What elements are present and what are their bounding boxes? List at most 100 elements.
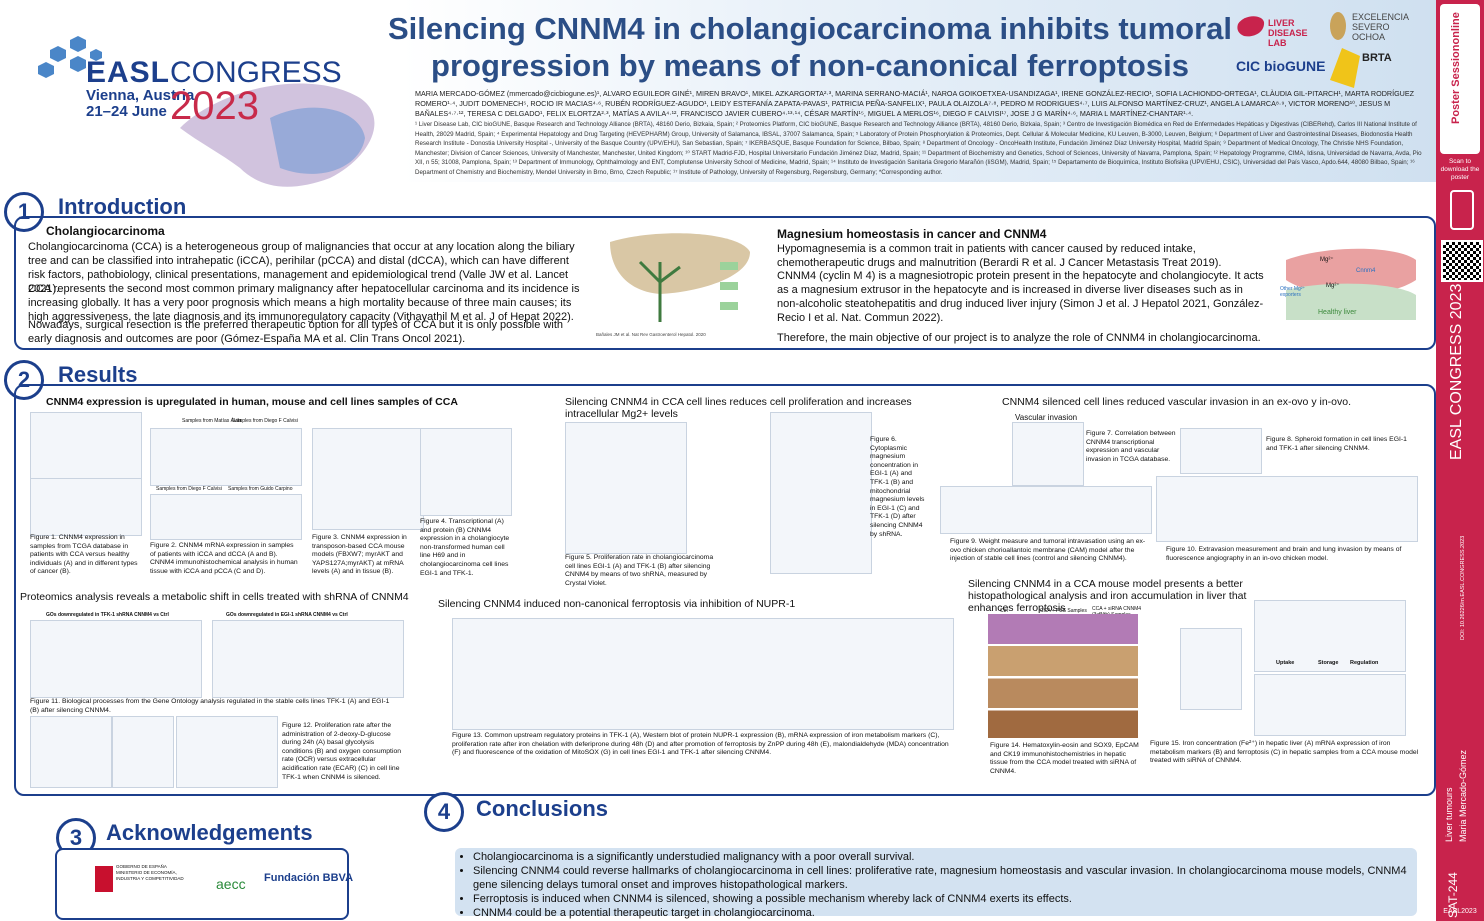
mg-paragraph-2: CNNM4 (cyclin M 4) is a magnesiotropic p… [777,270,1264,324]
conclusions-box: Cholangiocarcinoma is a significantly un… [455,848,1417,919]
section-title-ack: Acknowledgements [106,820,313,845]
figure-13-caption: Figure 13. Common upstream regulatory pr… [452,732,949,757]
poster-session-panel: Poster Sessiononline [1440,4,1480,154]
poster-session-brand: Poster Sessiononline [1450,12,1462,124]
figure-2ab [150,428,302,486]
conclusion-item: Cholangiocarcinoma is a significantly un… [473,850,1417,864]
figure-12c [176,716,278,788]
figure-14-histology [988,614,1138,738]
figure-1a [30,412,142,484]
figure-4 [420,428,512,516]
figure-15a [1180,628,1242,710]
phone-icon [1450,190,1474,230]
conclusion-item: CNNM4 could be a potential therapeutic t… [473,906,1417,920]
congress-year: 2023 [170,84,259,128]
figure-3-caption: Figure 3. CNNM4 expression in transposon… [312,534,407,576]
fig14-col-ctrl: Ctrl [1000,608,1008,614]
section-title-results: Results [58,362,138,387]
figure-15c [1254,674,1406,736]
section-title-intro: Introduction [58,194,187,219]
sidebar-doi: DOI: 10.26226/m.EASL.CONGRESS.2023 [1460,535,1466,640]
figure-7 [1012,422,1084,486]
figure-2-caption: Figure 2. CNNM4 mRNA expression in sampl… [150,542,298,575]
poster-title: Silencing CNNM4 in cholangiocarcinoma in… [388,11,1232,83]
mg-fig-label-3: Other Mg²⁺ exporters [1280,286,1306,298]
intro-box [14,216,1436,350]
figure-11-caption: Figure 11. Biological processes from the… [30,698,390,714]
sample-label-1: Samples from Matías Ávila [182,418,242,424]
spain-flag-icon [95,866,113,892]
conclusion-item: Silencing CNNM4 could reverse hallmarks … [473,864,1417,892]
author-list: MARIA MERCADO-GÓMEZ (mmercado@cicbiogune… [415,89,1415,118]
qr-code[interactable] [1441,240,1483,282]
results-heading-6: Silencing CNNM4 in a CCA mouse model pre… [968,578,1247,614]
mg-fig-label-2: Cnnm4 [1356,268,1376,274]
congress-wordmark: CONGRESS [170,56,342,89]
ack-logo-mineco: MINISTERIO DE ECONOMÍA, INDUSTRIA Y COMP… [116,870,184,881]
figure-10 [1156,476,1418,542]
cca-paragraph-3: Nowadays, surgical resection is the pref… [28,319,563,345]
easl-wordmark: EASL [86,56,171,89]
figure-11b [212,620,404,698]
mg-paragraph-1: Hypomagnesemia is a common trait in pati… [777,243,1222,269]
figure-4-caption: Figure 4. Transcriptional (A) and protei… [420,518,510,577]
figure-7-caption: Figure 7. Correlation between CNNM4 tran… [1086,430,1176,463]
sidebar-topic: Liver tumours [1444,787,1454,842]
brta-label: BRTA [1362,52,1392,64]
figure-15b [1254,600,1406,672]
go-label-egi1: GOs downregulated in EGI-1 shRNA CNNM4 v… [226,612,348,618]
ack-logo-bbva: Fundación BBVA [264,872,354,884]
conclusion-item: Ferroptosis is induced when CNNM4 is sil… [473,892,1417,906]
vascular-invasion-label: Vascular invasion [1015,413,1078,422]
sidebar-footer: EASL2023 [1443,908,1477,915]
mg-heading: Magnesium homeostasis in cancer and CNNM… [777,227,1047,241]
cca-paragraph-2: CCA represents the second most common pr… [28,283,580,323]
section-number-conclusions: 4 [424,792,464,832]
figure-5-caption: Figure 5. Proliferation rate in cholangi… [565,554,714,587]
figure-9 [940,486,1152,534]
ack-logo-gov: GOBIERNO DE ESPAÑA [116,864,167,869]
figure-2cd [150,494,302,540]
results-heading-1: CNNM4 expression is upregulated in human… [46,396,458,408]
liver-disease-lab-label: LIVER DISEASE LAB [1268,18,1308,48]
figure-13 [452,618,954,730]
results-heading-4: CNNM4 silenced cell lines reduced vascul… [1002,396,1351,408]
congress-location: Vienna, Austria [86,87,195,104]
results-heading-2: Proteomics analysis reveals a metabolic … [20,591,409,603]
cic-biogune-logo: CIC bioGUNE [1236,58,1326,74]
results-heading-3: Silencing CNNM4 in CCA cell lines reduce… [565,396,912,420]
fig14-col-pbs: CCA + PBS Samples [1040,608,1087,614]
affiliations: ¹ Liver Disease Lab, CIC bioGUNE, Basque… [415,121,1422,176]
sample-label-3: Samples from Diego F Calvisi [156,486,222,492]
sidebar-presenter: Maria Mercado-Gómez [1458,749,1468,842]
figure-1b [30,478,142,536]
biliary-tree-figure [610,233,750,322]
figure-15-caption: Figure 15. Iron concentration (Fe²⁺) in … [1150,740,1419,765]
scan-instructions: Scan to download the poster [1440,158,1480,181]
figure-14-caption: Figure 14. Hematoxylin-eosin and SOX9, E… [990,742,1139,775]
figure-6 [770,412,872,574]
mg-transport-figure [1286,248,1416,320]
liver-disease-lab-logo: LIVER DISEASE LAB [1236,12,1320,48]
mg-paragraph-3: Therefore, the main objective of our pro… [777,332,1261,344]
mg-fig-label-4: Mg²⁺ [1326,283,1340,289]
severo-ochoa-emblem-icon [1330,12,1346,40]
figure-11a [30,620,202,698]
results-box [14,384,1436,796]
biliary-figure-ref: Bañales JM et al. Nat Rev Gastroenterol … [596,332,706,337]
figure-12-caption: Figure 12. Proliferation rate after the … [282,722,402,781]
go-label-tfk1: GOs downregulated in TFK-1 shRNA CNNM4 v… [46,612,169,618]
easl-congress-logo [38,36,375,187]
liver-icon [1237,16,1265,37]
ack-logo-aecc: aecc [216,876,246,892]
figure-6-caption: Figure 6. Cytoplasmic magnesium concentr… [870,436,925,538]
figure-1-caption: Figure 1. CNNM4 expression in samples fr… [30,534,138,576]
fig15-group-regulation: Regulation [1350,660,1379,666]
sample-label-2: Samples from Diego F Calvisi [232,418,298,424]
section-title-conclusions: Conclusions [476,796,609,821]
figure-8 [1180,428,1262,474]
figure-12a [30,716,112,788]
figure-5 [565,422,687,554]
sidebar-easl-congress: EASL CONGRESS 2023 [1448,283,1465,460]
severo-ochoa-label: EXCELENCIA SEVERO OCHOA [1352,12,1409,42]
